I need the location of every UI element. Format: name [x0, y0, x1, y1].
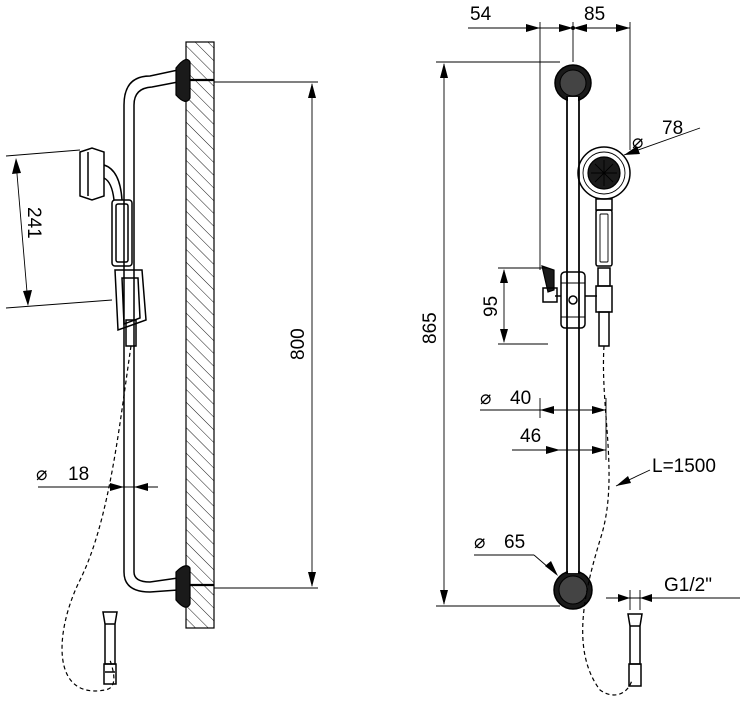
- hose-connector-side: [102, 611, 118, 685]
- dim-symbol-78: ⌀: [632, 132, 643, 153]
- dim-symbol-65: ⌀: [474, 532, 485, 553]
- top-flange-front: [554, 64, 592, 102]
- rail-tube: [123, 69, 179, 593]
- rail-tube-front: [566, 96, 580, 574]
- dim-rail-diameter: ⌀ 18: [36, 464, 158, 491]
- hose-side: [61, 345, 132, 692]
- dim-slider-height: 95: [481, 267, 548, 345]
- hand-shower-front: [577, 146, 631, 347]
- dim-flange-diameter: ⌀ 65: [474, 532, 558, 576]
- dim-label-865: 865: [420, 312, 441, 344]
- dim-label-40: 40: [510, 388, 531, 409]
- dim-head-diameter: ⌀ 78: [623, 118, 701, 156]
- dim-slider-diameter: ⌀ 40: [480, 388, 607, 418]
- dim-label-g12: G1/2": [664, 575, 712, 596]
- dim-label-78: 78: [662, 118, 683, 139]
- dim-symbol-18: ⌀: [36, 464, 47, 485]
- hose-connector-front: [627, 613, 643, 687]
- dim-label-800: 800: [288, 328, 309, 360]
- dim-hose-length: L=1500: [615, 456, 716, 487]
- dim-total-height: 865: [420, 61, 560, 607]
- dim-rail-length: 800: [214, 81, 318, 589]
- dim-slider-width: 46: [512, 418, 607, 460]
- top-wall-flange: [175, 58, 214, 102]
- dim-top-offsets: 54 85: [468, 4, 631, 270]
- side-view: 241 800 ⌀ 18: [5, 41, 318, 692]
- hand-shower-side: [79, 147, 147, 347]
- wall-hatch: [185, 41, 215, 629]
- dim-label-95: 95: [481, 296, 502, 317]
- bottom-flange-front: [553, 570, 593, 610]
- dim-handshower-height: 241: [5, 149, 113, 309]
- dim-label-18: 18: [68, 464, 89, 485]
- bottom-wall-flange: [175, 565, 214, 608]
- dim-label-65: 65: [504, 532, 525, 553]
- hose-front: [582, 345, 633, 696]
- dim-label-54: 54: [470, 4, 492, 25]
- dim-label-46: 46: [520, 426, 541, 447]
- front-view: 54 85 865 ⌀ 78 95: [420, 4, 740, 696]
- dim-connection-thread: G1/2": [606, 575, 740, 610]
- dim-symbol-40: ⌀: [480, 388, 491, 409]
- dim-label-85: 85: [584, 4, 605, 25]
- dim-label-241: 241: [23, 207, 44, 239]
- dim-label-hose: L=1500: [652, 456, 716, 477]
- slider-front: [541, 265, 597, 329]
